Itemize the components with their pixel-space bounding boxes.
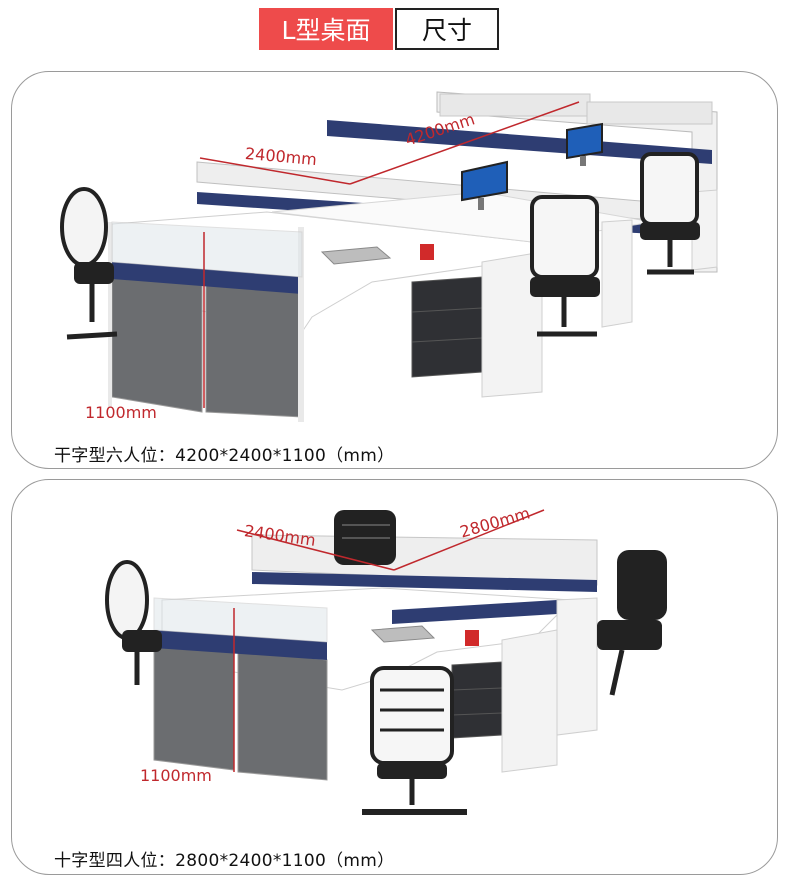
tab-bar: L型桌面 尺寸 bbox=[259, 8, 499, 50]
office-chair-right bbox=[597, 550, 667, 696]
office-chair-right-back bbox=[640, 152, 700, 275]
six-seat-workstation-illustration bbox=[60, 91, 718, 422]
dimension-lines bbox=[233, 509, 545, 772]
office-chair-back bbox=[334, 510, 396, 565]
dimension-lines bbox=[199, 101, 580, 408]
office-chair-left bbox=[105, 560, 162, 685]
office-chair-front bbox=[362, 666, 467, 815]
drawer-pedestal bbox=[451, 661, 503, 739]
monitor-back bbox=[566, 122, 603, 166]
product-caption: 干字型六人位：4200*2400*1100（mm） bbox=[54, 446, 395, 466]
tab-l-desktop[interactable]: L型桌面 bbox=[259, 8, 393, 50]
tab-dimensions[interactable]: 尺寸 bbox=[395, 8, 499, 50]
office-chair-left bbox=[60, 187, 118, 340]
product-card-six-seat: 2400mm 4200mm 1100mm 干字型六人位：4200*2400*11… bbox=[11, 71, 778, 469]
dimension-height-label: 1100mm bbox=[140, 766, 212, 785]
four-seat-workstation-illustration bbox=[105, 509, 667, 815]
product-card-four-seat: 2400mm 2800mm 1100mm 十字型四人位：2800*2400*11… bbox=[11, 479, 778, 875]
office-chair-right-front bbox=[530, 195, 600, 337]
monitor-front bbox=[461, 160, 508, 210]
dimension-height-label: 1100mm bbox=[85, 403, 157, 422]
product-caption: 十字型四人位：2800*2400*1100（mm） bbox=[54, 851, 395, 871]
